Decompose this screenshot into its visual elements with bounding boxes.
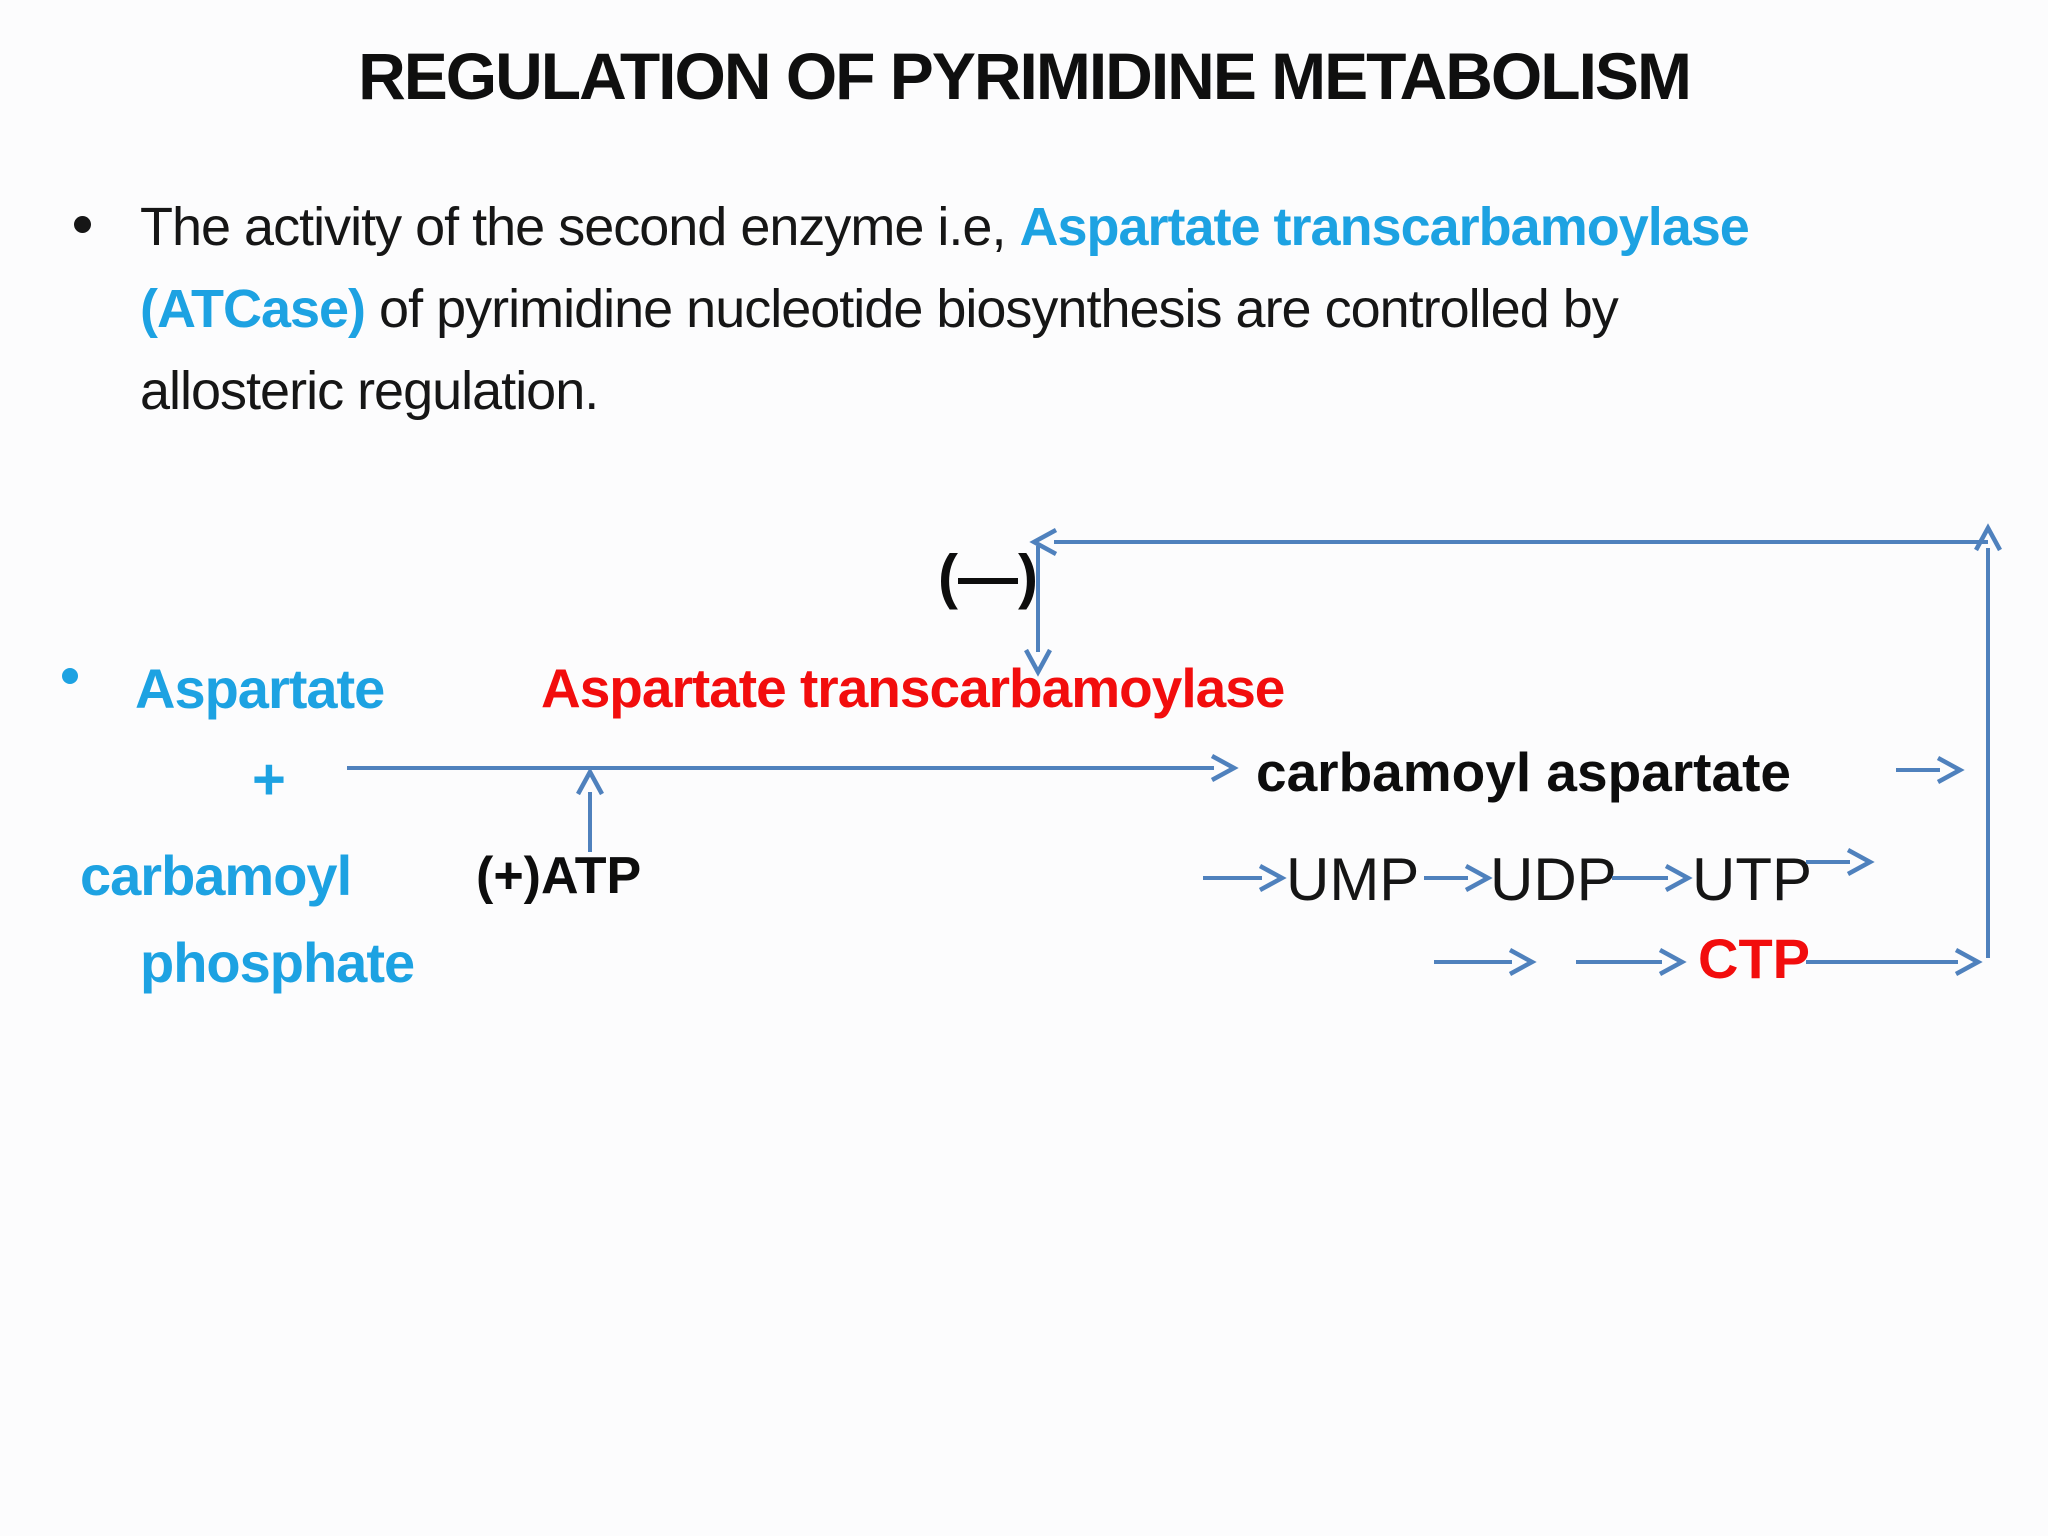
plus-sign-label: +: [252, 747, 286, 812]
product-carbamoyl-aspartate-label: carbamoyl aspartate: [1256, 741, 1791, 803]
intro-line2-blue: (ATCase): [140, 279, 366, 339]
substrate-carbamoyl-label: carbamoyl: [80, 844, 352, 907]
enzyme-label: Aspartate transcarbamoylase: [541, 657, 1285, 719]
intro-line1-blue: Aspartate transcarbamoylase: [1019, 197, 1749, 257]
page-title: REGULATION OF PYRIMIDINE METABOLISM: [358, 39, 1692, 113]
intro-line-2: (ATCase) of pyrimidine nucleotide biosyn…: [140, 268, 2040, 350]
intro-paragraph: The activity of the second enzyme i.e, A…: [140, 186, 2040, 432]
bullet-icon: [74, 216, 91, 233]
intro-line3-black: allosteric regulation.: [140, 361, 599, 421]
substrate-aspartate-label: Aspartate: [135, 657, 385, 720]
bullet-icon: [62, 668, 78, 684]
nucleotide-utp-label: UTP: [1692, 846, 1812, 913]
substrate-phosphate-label: phosphate: [140, 931, 415, 994]
intro-line-3: allosteric regulation.: [140, 350, 2040, 432]
intro-line1-black: The activity of the second enzyme i.e,: [140, 197, 1020, 257]
inhibition-sign-label: (—): [938, 543, 1038, 610]
atp-activator-label: (+)ATP: [476, 847, 642, 905]
nucleotide-ump-label: UMP: [1286, 846, 1420, 913]
nucleotide-udp-label: UDP: [1490, 846, 1617, 913]
end-product-ctp-label: CTP: [1698, 927, 1810, 990]
intro-line2-black: of pyrimidine nucleotide biosynthesis ar…: [365, 279, 1619, 339]
intro-line-1: The activity of the second enzyme i.e, A…: [140, 186, 2040, 268]
